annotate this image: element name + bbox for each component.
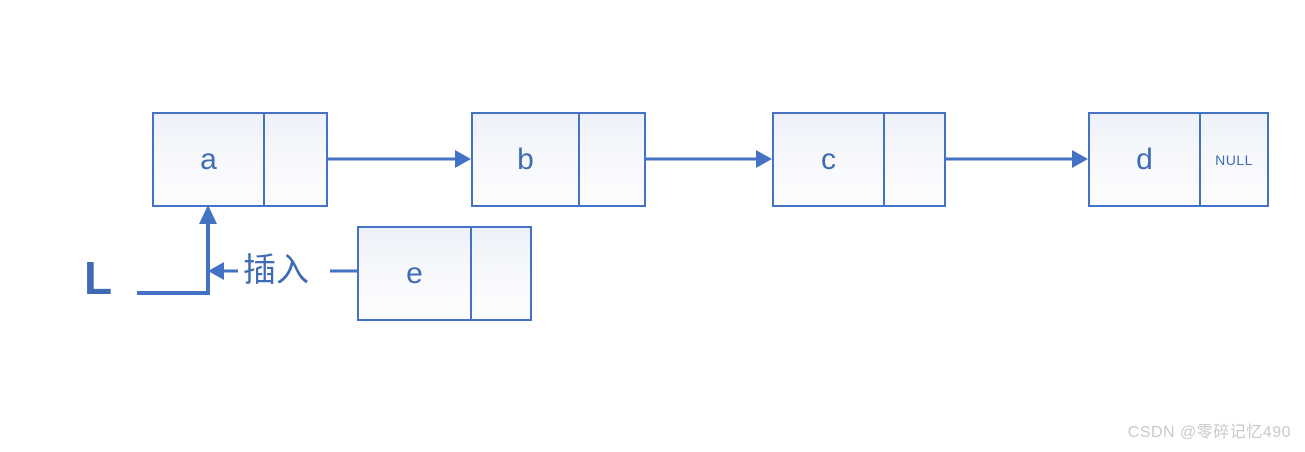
node-pointer-field-null: NULL xyxy=(1215,151,1253,168)
insert-connector xyxy=(208,262,357,280)
node-pointer-field xyxy=(580,114,644,205)
list-node-b[interactable]: b xyxy=(471,112,646,207)
node-pointer-field xyxy=(472,228,530,319)
node-data-field: c xyxy=(774,114,885,205)
node-data-field: b xyxy=(473,114,580,205)
node-data-field: e xyxy=(359,228,472,319)
node-data-field: d xyxy=(1090,114,1201,205)
list-node-d[interactable]: d NULL xyxy=(1088,112,1269,207)
arrow-b-to-c xyxy=(646,150,772,168)
node-data-field: a xyxy=(154,114,265,205)
arrow-c-to-d xyxy=(946,150,1088,168)
list-node-e[interactable]: e xyxy=(357,226,532,321)
head-pointer-label: L xyxy=(84,252,113,304)
head-pointer-connector xyxy=(137,205,217,295)
insert-label: 插入 xyxy=(243,251,309,288)
watermark: CSDN @零碎记忆490 xyxy=(1127,424,1291,441)
node-pointer-field xyxy=(265,114,326,205)
node-pointer-field xyxy=(885,114,944,205)
list-node-c[interactable]: c xyxy=(772,112,946,207)
list-node-a[interactable]: a xyxy=(152,112,328,207)
arrow-a-to-b xyxy=(328,150,471,168)
